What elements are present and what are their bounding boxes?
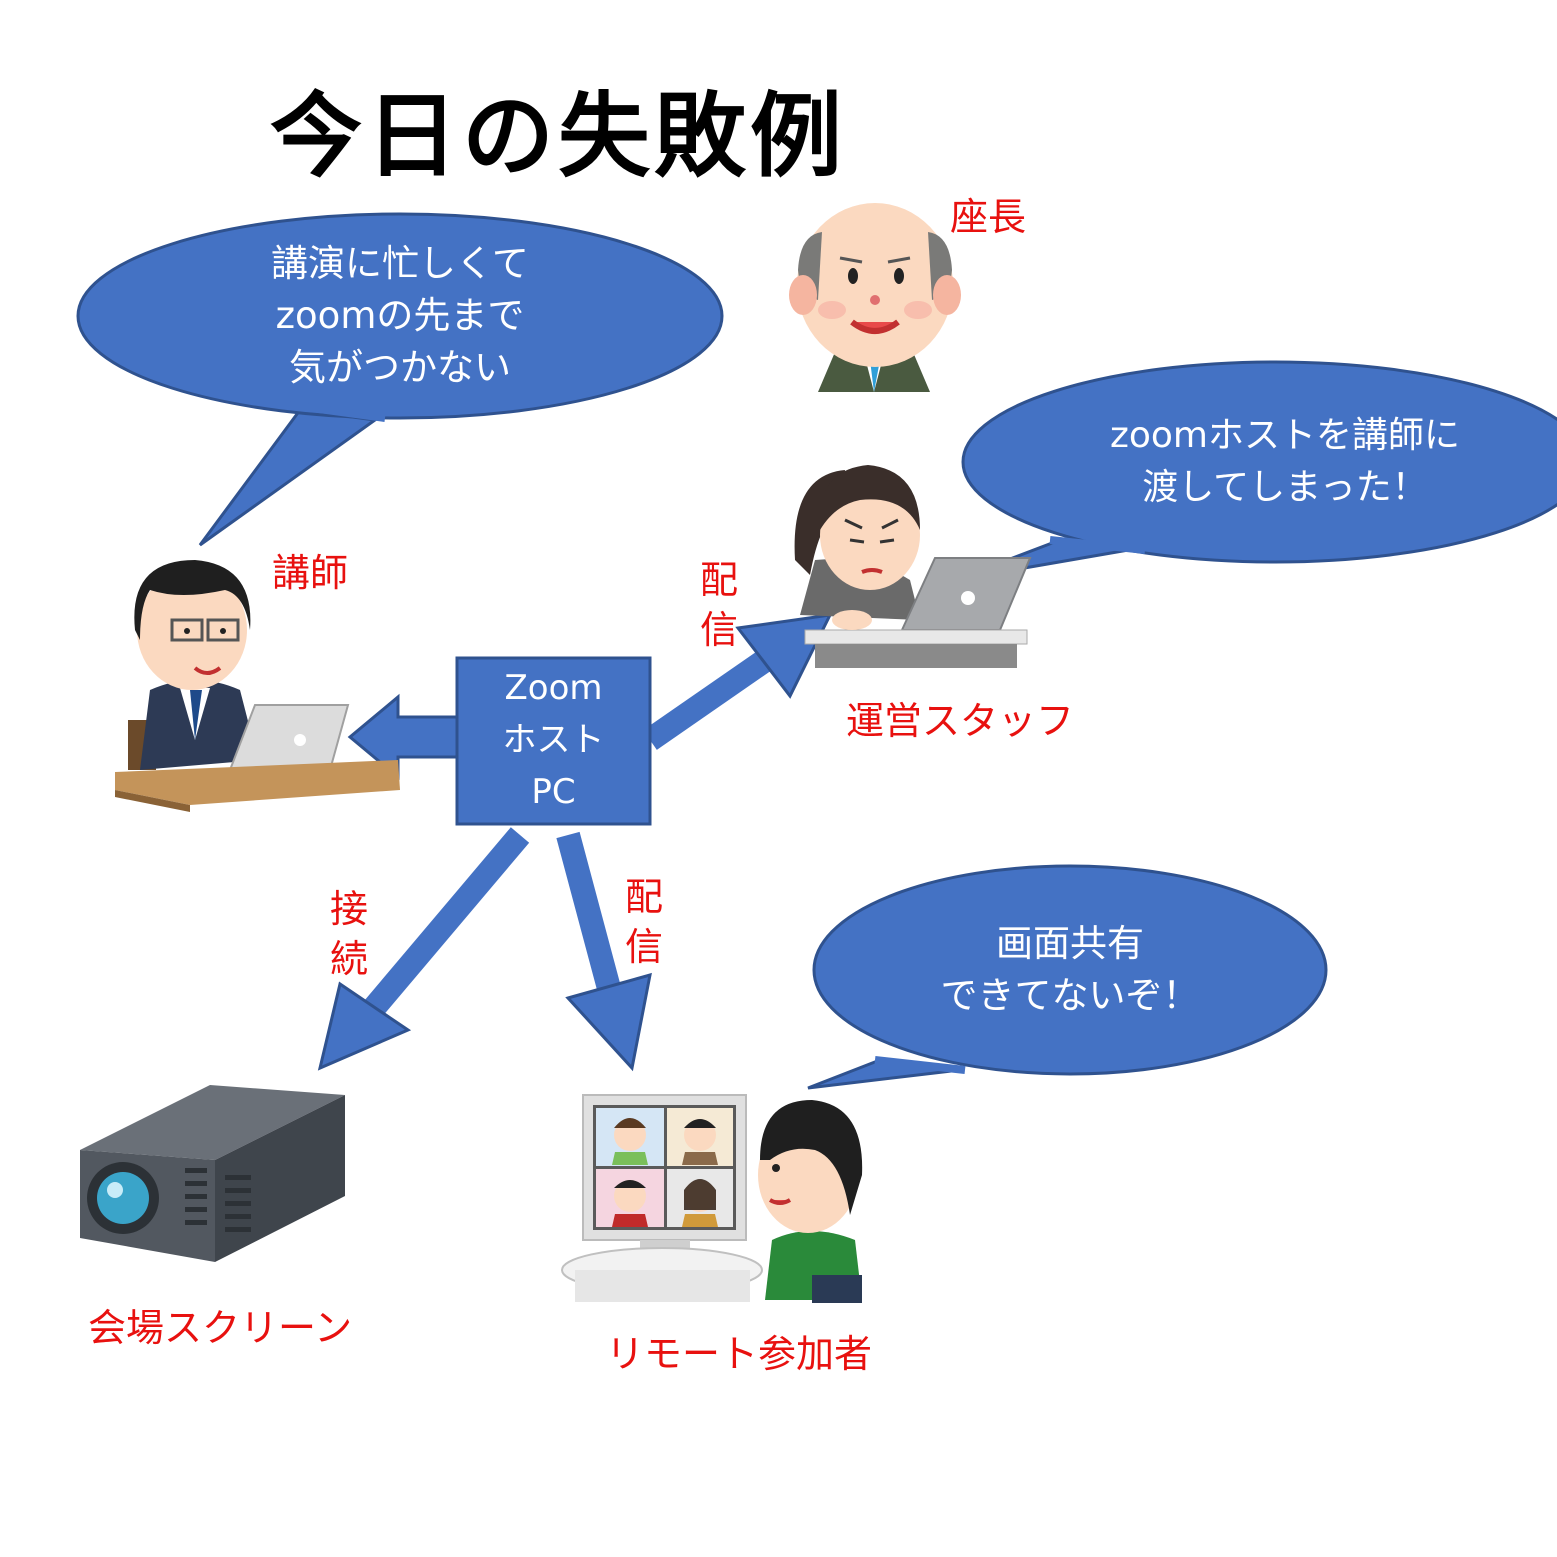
host-box-text: Zoom ホスト PC xyxy=(457,662,650,818)
staff-illustration xyxy=(794,465,1032,668)
staff-speech-bubble xyxy=(954,360,1557,582)
lecturer-bubble-line: 講演に忙しくて xyxy=(271,242,529,285)
host-box-line-2: ホスト xyxy=(502,720,605,760)
projector-illustration xyxy=(80,1085,345,1262)
remote-bubble-line: できてないぞ！ xyxy=(940,974,1200,1017)
page-title: 今日の失敗例 xyxy=(270,83,847,190)
label-staff: 運営スタッフ xyxy=(846,699,1075,743)
lecturer-illustration xyxy=(115,560,400,812)
label-remote: リモート参加者 xyxy=(606,1332,873,1376)
staff-bubble-line: 渡してしまった！ xyxy=(1142,467,1428,508)
label-screen: 会場スクリーン xyxy=(88,1306,353,1350)
arrow-to-remote xyxy=(556,831,652,1072)
remote-speech-bubble xyxy=(807,864,1328,1090)
staff-bubble-line: zoomホストを講師に xyxy=(1109,415,1461,456)
label-stream-upper: 配信 xyxy=(699,558,738,652)
remote-bubble-line: 画面共有 xyxy=(996,922,1144,965)
arrow-to-screen xyxy=(317,827,530,1071)
remote-bubble-text: 画面共有 できてないぞ！ xyxy=(840,918,1300,1022)
label-connect: 接続 xyxy=(329,887,368,981)
host-box-line-1: Zoom xyxy=(504,668,603,708)
lecturer-bubble-line: zoomの先まで xyxy=(275,294,525,337)
label-chair: 座長 xyxy=(950,195,1027,239)
host-box-line-3: PC xyxy=(531,772,576,812)
arrow-to-lecturer xyxy=(347,693,460,781)
chair-person-illustration xyxy=(789,203,961,392)
lecturer-speech-bubble xyxy=(76,212,724,547)
lecturer-bubble-line: 気がつかない xyxy=(289,346,511,389)
label-stream-lower: 配信 xyxy=(624,875,663,969)
zoom-host-pc-box xyxy=(455,656,652,826)
label-lecturer: 講師 xyxy=(272,551,349,595)
lecturer-bubble-text: 講演に忙しくて zoomの先まで 気がつかない xyxy=(120,238,680,394)
remote-participant-illustration xyxy=(561,1094,863,1303)
staff-bubble-text: zoomホストを講師に 渡してしまった！ xyxy=(1000,410,1557,514)
